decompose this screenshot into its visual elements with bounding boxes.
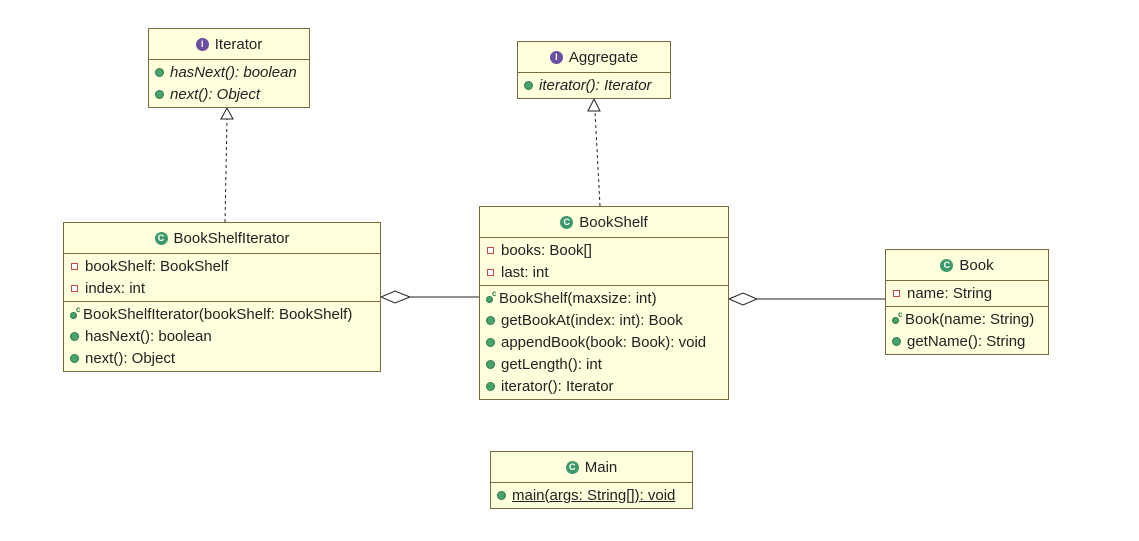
private-field-icon: [893, 289, 900, 297]
realization-edge-bookshelfiterator-iterator[interactable]: [224, 118, 228, 223]
realization-edge-bookshelf-aggregate[interactable]: [594, 110, 601, 207]
operation-row[interactable]: next(): Object: [149, 83, 309, 105]
class-header: I Iterator: [149, 29, 309, 60]
class-header: C BookShelf: [480, 207, 728, 238]
class-name: Iterator: [214, 35, 263, 53]
class-aggregate[interactable]: I Aggregate iterator(): Iterator: [517, 41, 671, 99]
operation-row[interactable]: getLength(): int: [480, 353, 728, 375]
operation-row[interactable]: BookShelfIterator(bookShelf: BookShelf): [64, 303, 380, 325]
public-method-icon: [497, 490, 506, 500]
operation-row[interactable]: hasNext(): boolean: [149, 61, 309, 83]
operation-text: hasNext(): boolean: [170, 63, 297, 81]
constructor-icon: [70, 305, 80, 319]
operations-section: main(args: String[]): void: [491, 483, 692, 508]
operation-row[interactable]: getName(): String: [886, 330, 1048, 352]
operations-section: hasNext(): boolean next(): Object: [149, 60, 309, 107]
operation-text: BookShelf(maxsize: int): [499, 289, 657, 307]
attribute-text: name: String: [907, 284, 993, 302]
attribute-row[interactable]: books: Book[]: [480, 239, 728, 261]
class-icon: C: [565, 460, 579, 474]
attribute-row[interactable]: last: int: [480, 261, 728, 283]
class-header: C Main: [491, 452, 692, 483]
operation-row[interactable]: iterator(): Iterator: [480, 375, 728, 397]
class-header: C BookShelfIterator: [64, 223, 380, 254]
public-method-icon: [486, 337, 495, 347]
operations-section: BookShelf(maxsize: int) getBookAt(index:…: [480, 286, 728, 399]
private-field-icon: [487, 246, 494, 254]
operation-text: Book(name: String): [905, 310, 1035, 328]
operation-row[interactable]: main(args: String[]): void: [491, 484, 692, 506]
attribute-row[interactable]: bookShelf: BookShelf: [64, 255, 380, 277]
constructor-icon: [486, 289, 496, 303]
operation-text: main(args: String[]): void: [512, 486, 676, 504]
operation-text: BookShelfIterator(bookShelf: BookShelf): [83, 305, 353, 323]
operation-text: getLength(): int: [501, 355, 602, 373]
operation-text: getBookAt(index: int): Book: [501, 311, 683, 329]
public-method-icon: [155, 89, 164, 99]
class-bookshelf[interactable]: C BookShelf books: Book[] last: int Book…: [479, 206, 729, 400]
interface-icon: I: [195, 37, 209, 51]
operations-section: iterator(): Iterator: [518, 73, 670, 98]
attribute-text: index: int: [85, 279, 146, 297]
class-name: BookShelfIterator: [173, 229, 290, 247]
class-name: Book: [959, 256, 994, 274]
realization-arrowhead-iterator: [220, 106, 234, 120]
operation-row[interactable]: hasNext(): boolean: [64, 325, 380, 347]
operation-text: next(): Object: [170, 85, 261, 103]
operation-row[interactable]: iterator(): Iterator: [518, 74, 670, 96]
private-field-icon: [487, 268, 494, 276]
attributes-section: bookShelf: BookShelf index: int: [64, 254, 380, 302]
public-method-icon: [486, 381, 495, 391]
attribute-row[interactable]: name: String: [886, 282, 1048, 304]
class-book[interactable]: C Book name: String Book(name: String) g…: [885, 249, 1049, 355]
class-icon: C: [940, 258, 954, 272]
public-method-icon: [892, 336, 901, 346]
public-method-icon: [486, 315, 495, 325]
class-main[interactable]: C Main main(args: String[]): void: [490, 451, 693, 509]
operations-section: BookShelfIterator(bookShelf: BookShelf) …: [64, 302, 380, 371]
class-header: I Aggregate: [518, 42, 670, 73]
operation-text: next(): Object: [85, 349, 176, 367]
public-method-icon: [486, 359, 495, 369]
interface-icon: I: [549, 50, 563, 64]
operation-row[interactable]: BookShelf(maxsize: int): [480, 287, 728, 309]
operation-text: iterator(): Iterator: [501, 377, 614, 395]
operation-text: hasNext(): boolean: [85, 327, 212, 345]
class-icon: C: [154, 231, 168, 245]
class-name: Main: [584, 458, 618, 476]
class-bookshelfiterator[interactable]: C BookShelfIterator bookShelf: BookShelf…: [63, 222, 381, 372]
operation-row[interactable]: getBookAt(index: int): Book: [480, 309, 728, 331]
attribute-text: bookShelf: BookShelf: [85, 257, 229, 275]
class-iterator[interactable]: I Iterator hasNext(): boolean next(): Ob…: [148, 28, 310, 108]
attribute-text: last: int: [501, 263, 549, 281]
attributes-section: books: Book[] last: int: [480, 238, 728, 286]
constructor-icon: [892, 310, 902, 324]
public-method-icon: [70, 331, 79, 341]
class-header: C Book: [886, 250, 1048, 281]
aggregation-diamond-bookshelf: [727, 292, 759, 306]
realization-arrowhead-aggregate: [587, 97, 601, 112]
public-method-icon: [70, 353, 79, 363]
class-name: BookShelf: [579, 213, 648, 231]
operation-text: iterator(): Iterator: [539, 76, 652, 94]
class-name: Aggregate: [568, 48, 639, 66]
public-method-icon: [524, 80, 533, 90]
operation-row[interactable]: Book(name: String): [886, 308, 1048, 330]
private-field-icon: [71, 262, 78, 270]
public-method-icon: [155, 67, 164, 77]
operation-text: getName(): String: [907, 332, 1026, 350]
operation-row[interactable]: appendBook(book: Book): void: [480, 331, 728, 353]
operations-section: Book(name: String) getName(): String: [886, 307, 1048, 354]
attribute-row[interactable]: index: int: [64, 277, 380, 299]
private-field-icon: [71, 284, 78, 292]
attributes-section: name: String: [886, 281, 1048, 307]
operation-row[interactable]: next(): Object: [64, 347, 380, 369]
attribute-text: books: Book[]: [501, 241, 592, 259]
aggregation-diamond-bookshelfiterator: [379, 290, 412, 304]
operation-text: appendBook(book: Book): void: [501, 333, 707, 351]
class-icon: C: [560, 215, 574, 229]
